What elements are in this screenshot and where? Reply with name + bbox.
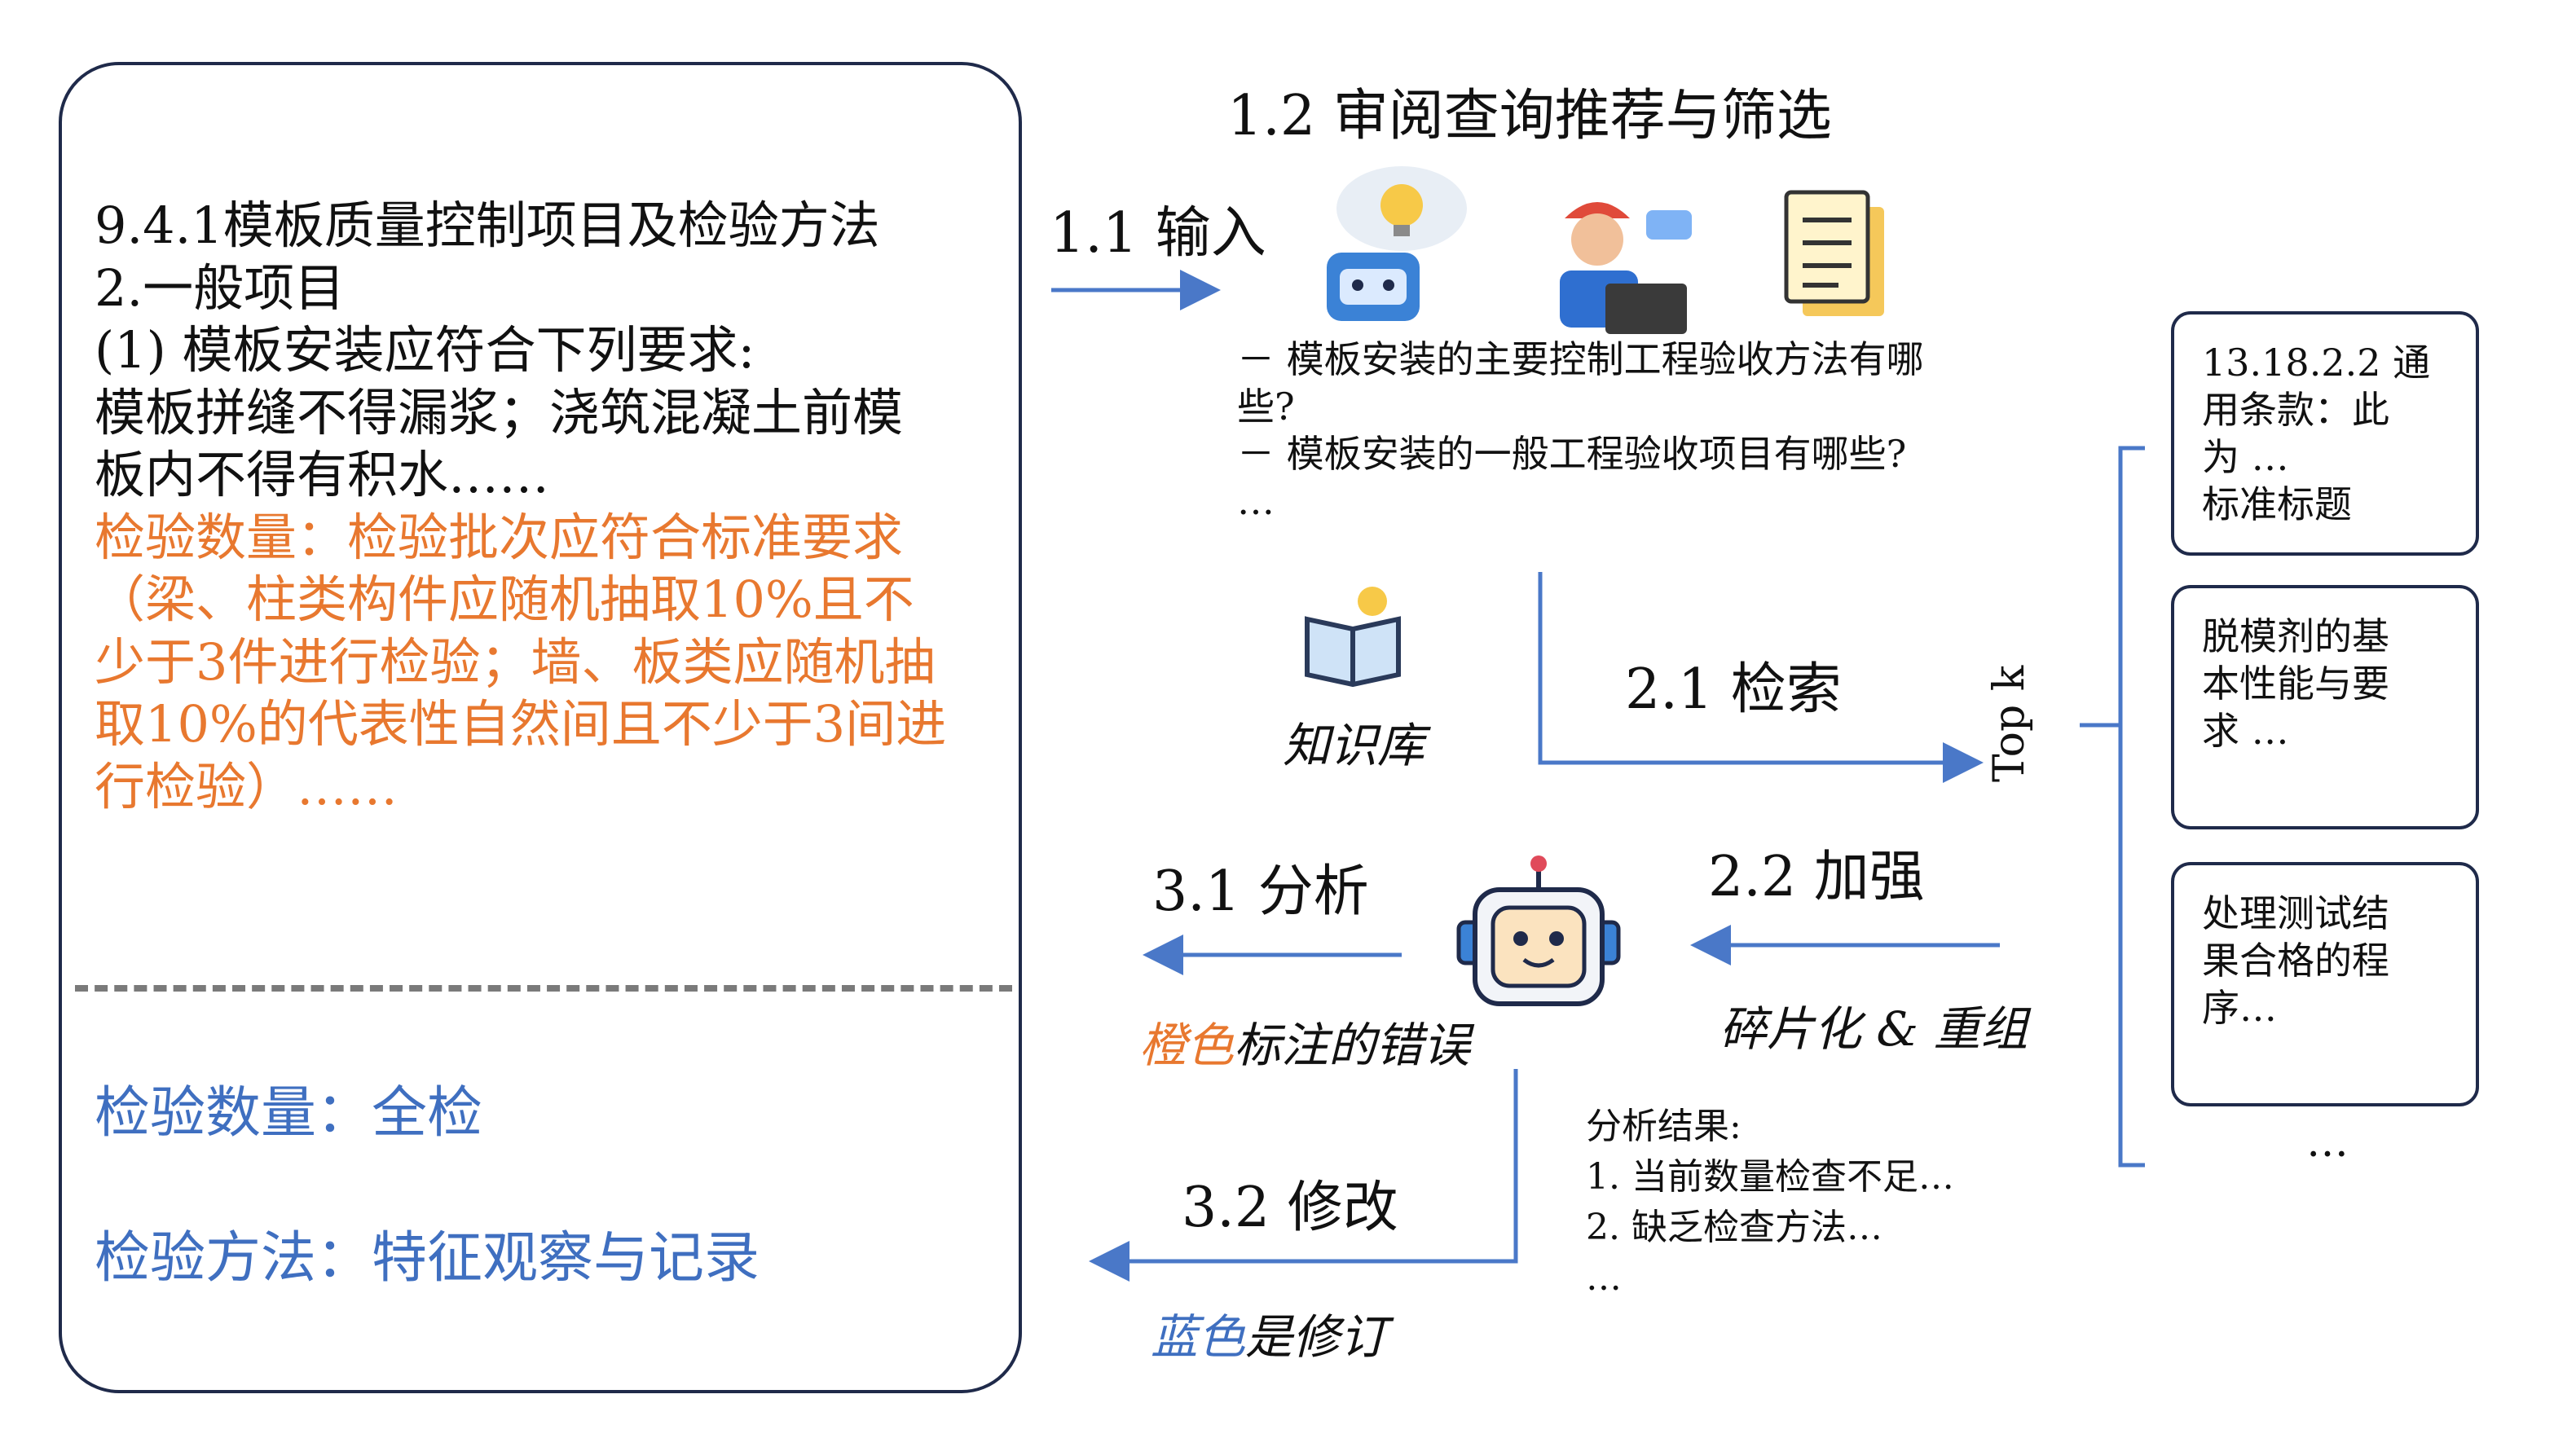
arrow-revise (1089, 1069, 1518, 1282)
source-line: 2.一般项目 (95, 257, 346, 318)
source-line: （梁、柱类构件应随机抽取10%且不 (95, 570, 914, 629)
book-idea-icon (1305, 587, 1401, 688)
result-card-3: 处理测试结 果合格的程 序… (2171, 862, 2479, 1106)
step-3-2-label: 3.2 修改 (1182, 1176, 1398, 1240)
fragment-label: 碎片化 & 重组 (1720, 1001, 2028, 1057)
error-label: 橙色标注的错误 (1139, 1018, 1471, 1073)
source-line: 取10%的代表性自然间且不少于3间进 (95, 694, 947, 754)
knowledge-base-label: 知识库 (1283, 718, 1425, 773)
revised-quantity: 检验数量：全检 (95, 1081, 483, 1146)
document-icon (1784, 190, 1884, 316)
source-line: (1) 模板安装应符合下列要求: (95, 320, 755, 380)
source-line: 9.4.1模板质量控制项目及检验方法 (95, 196, 880, 255)
revised-method: 检验方法：特征观察与记录 (95, 1226, 760, 1291)
idea-robot-icon (1327, 166, 1467, 321)
step-3-1-label: 3.1 分析 (1152, 860, 1369, 924)
source-line: 模板拼缝不得漏浆；浇筑混凝土前模 (95, 382, 904, 442)
topk-bracket (2080, 446, 2145, 1168)
analysis-title: 分析结果: 1. 当前数量检查不足… 2. 缺乏检查方法… … (1586, 1106, 1954, 1299)
step-2-1-label: 2.1 检索 (1625, 658, 1842, 722)
source-document-panel (59, 62, 1022, 1393)
result-card-2: 脱模剂的基 本性能与要 求 … (2171, 585, 2479, 829)
step-2-2-label: 2.2 加强 (1708, 845, 1925, 909)
result-card-1: 13.18.2.2 通 用条款：此 为 … 标准标题 (2171, 311, 2479, 556)
source-line: 检验数量：检验批次应符合标准要求 (95, 507, 904, 567)
results-more: … (2306, 1118, 2349, 1167)
step-1-2-label: 1.2 审阅查询推荐与筛选 (1227, 84, 1832, 148)
robot-icon (1456, 855, 1621, 1006)
query-list: － 模板安装的主要控制工程验收方法有哪 些? － 模板安装的一般工程验收项目有哪… (1237, 337, 1924, 523)
engineer-laptop-icon (1560, 202, 1692, 334)
revise-label: 蓝色是修订 (1151, 1309, 1388, 1365)
source-line: 行检验）…… (95, 756, 399, 816)
step-1-1-label: 1.1 输入 (1050, 201, 1266, 266)
source-line: 板内不得有积水…… (95, 445, 550, 504)
source-line: 少于3件进行检验；墙、板类应随机抽 (95, 631, 936, 692)
dashed-divider (75, 985, 1012, 992)
arrow-retrieve (1538, 572, 1984, 783)
